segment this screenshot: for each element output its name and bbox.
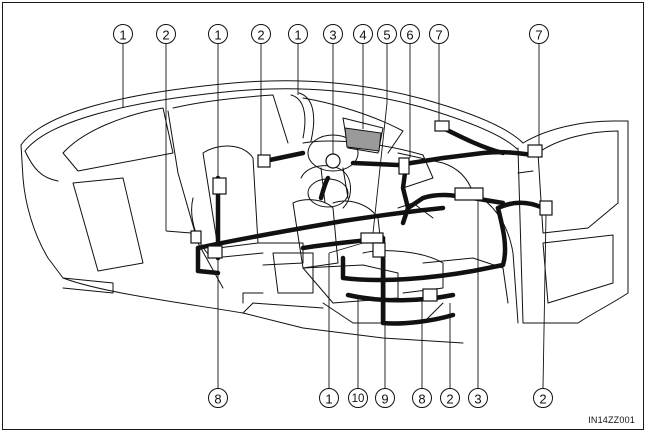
callout-top-11: 7	[529, 24, 549, 44]
seat-airbag-rear	[212, 177, 227, 195]
callout-top-7: 4	[353, 24, 373, 44]
callout-top-5: 1	[288, 24, 308, 44]
svg-text:3: 3	[474, 392, 481, 407]
svg-text:1: 1	[294, 28, 301, 43]
svg-text:10: 10	[352, 393, 365, 405]
callout-top-2: 2	[156, 24, 176, 44]
dash-switch	[398, 157, 410, 175]
svg-text:8: 8	[418, 392, 425, 407]
components	[190, 120, 553, 302]
vehicle-body-outline	[20, 80, 629, 344]
svg-text:8: 8	[214, 392, 221, 407]
callout-top-8: 5	[377, 24, 397, 44]
callout-top-6: 3	[323, 24, 343, 44]
callout-bottom-7: 3	[468, 388, 488, 408]
svg-text:7: 7	[535, 28, 542, 43]
callout-bottom-6: 2	[440, 388, 460, 408]
svg-text:1: 1	[325, 392, 332, 407]
curtain-sensor-rear	[257, 154, 271, 168]
callout-top-4: 2	[251, 24, 271, 44]
svg-text:2: 2	[257, 28, 264, 43]
svg-text:2: 2	[446, 392, 453, 407]
figure-code: IN14ZZ001	[588, 415, 635, 425]
callout-top-3: 1	[208, 24, 228, 44]
svg-text:7: 7	[435, 28, 442, 43]
floor-sensor	[372, 242, 386, 258]
svg-text:5: 5	[383, 28, 390, 43]
callout-bottom-5: 8	[412, 388, 432, 408]
seat-belt-pretensioner-rear	[207, 245, 223, 259]
svg-text:9: 9	[381, 392, 388, 407]
callout-top-10: 7	[429, 24, 449, 44]
svg-text:2: 2	[162, 28, 169, 43]
callout-bottom-2: 1	[319, 388, 339, 408]
callout-bottom-1: 8	[208, 388, 228, 408]
callout-top-9: 6	[400, 24, 420, 44]
dashboard-display	[344, 127, 382, 152]
airbag-wire-harness	[195, 125, 546, 326]
airbag-ecu	[454, 187, 484, 201]
front-door-sensor	[539, 200, 553, 216]
svg-text:1: 1	[214, 28, 221, 43]
callouts-top: 1 2 1 2 1 3 4 5 6 7 7	[113, 24, 549, 44]
roof-curtain-sensor-b	[527, 144, 543, 158]
seat-belt-pretensioner-front	[422, 288, 438, 302]
svg-text:1: 1	[119, 28, 126, 43]
callout-top-1: 1	[113, 24, 133, 44]
callout-bottom-8: 2	[533, 388, 553, 408]
svg-text:6: 6	[406, 28, 413, 43]
svg-text:2: 2	[539, 392, 546, 407]
callout-bottom-3: 10	[348, 388, 368, 408]
leader-lines	[122, 43, 547, 389]
diagram-frame: 1 2 1 2 1 3 4 5 6 7 7 8 1 10 9 8 2 3 2 I…	[2, 2, 644, 430]
vehicle-diagram: 1 2 1 2 1 3 4 5 6 7 7 8 1 10 9 8 2 3 2	[20, 24, 629, 408]
knee-airbag-connector	[360, 232, 384, 244]
side-sensor-rear-left	[190, 230, 202, 244]
steering-airbag	[325, 153, 341, 169]
svg-text:4: 4	[359, 28, 366, 43]
svg-text:3: 3	[329, 28, 336, 43]
callouts-bottom: 8 1 10 9 8 2 3 2	[208, 388, 553, 408]
roof-curtain-sensor-a	[434, 120, 450, 132]
callout-bottom-4: 9	[375, 388, 395, 408]
